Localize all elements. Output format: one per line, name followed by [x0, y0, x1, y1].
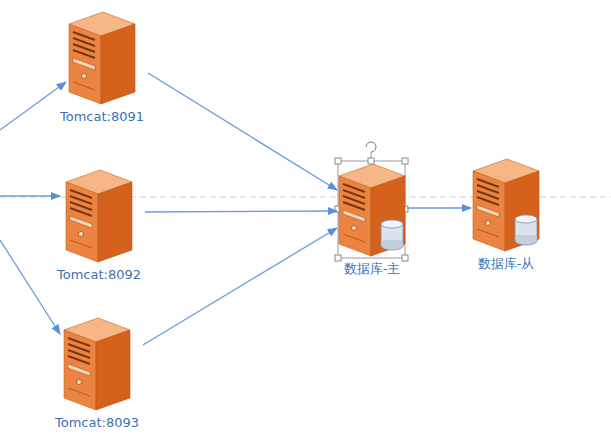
node-label: 数据库-主 — [344, 261, 401, 277]
selection-frame — [335, 142, 408, 261]
server-icon — [64, 168, 134, 263]
server-icon — [62, 316, 132, 411]
connector-arrow — [143, 228, 337, 345]
connector-arrow — [407, 207, 471, 208]
node-label: 数据库-从 — [478, 256, 535, 272]
database-cylinder — [381, 220, 403, 250]
node-label: Tomcat:8092 — [57, 267, 141, 283]
node-label: Tomcat:8093 — [55, 415, 139, 431]
server-node: 数据库-从 — [471, 157, 541, 272]
node-label: Tomcat:8091 — [60, 109, 144, 125]
server-node: Tomcat:8091 — [56, 10, 148, 125]
database-cylinder — [515, 215, 537, 245]
server-node: Tomcat:8092 — [53, 168, 145, 283]
incoming-arrow — [0, 195, 60, 196]
connector-arrow — [148, 73, 337, 190]
server-icon — [337, 162, 407, 257]
server-node: 数据库-主 — [337, 162, 407, 277]
server-icon — [67, 10, 137, 105]
incoming-arrow — [0, 82, 66, 130]
connector-arrow — [145, 211, 337, 212]
server-icon — [471, 157, 541, 252]
incoming-arrow — [0, 240, 60, 334]
server-node: Tomcat:8093 — [51, 316, 143, 431]
